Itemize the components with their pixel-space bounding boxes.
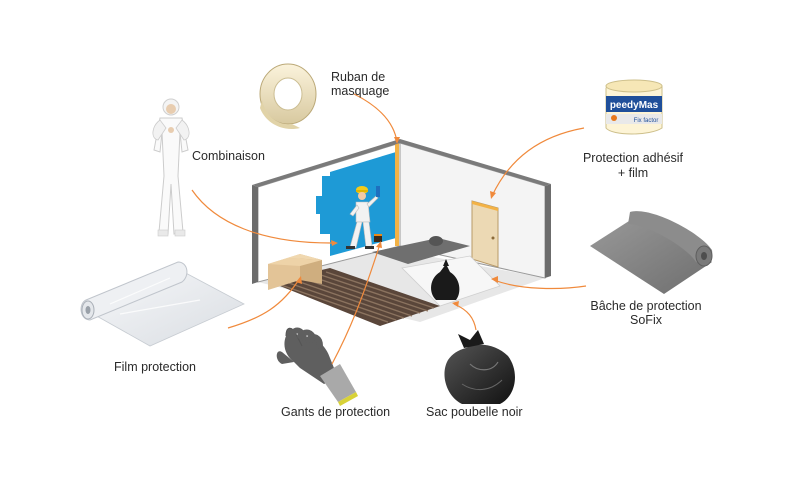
leader-gants bbox=[331, 243, 381, 365]
coverall-image bbox=[152, 98, 190, 237]
leader-arrowheads bbox=[296, 137, 498, 307]
label-protection-adhesif-line1: Protection adhésif bbox=[582, 151, 684, 165]
leader-combinaison bbox=[191, 189, 337, 244]
black-bag-image bbox=[444, 330, 515, 404]
label-sac: Sac poubelle noir bbox=[426, 405, 523, 419]
leader-lines bbox=[191, 93, 587, 365]
cardboard-box bbox=[268, 254, 322, 290]
speedymask-roll-image: peedyMas Fix factor bbox=[605, 79, 663, 135]
film-roll-image bbox=[80, 261, 245, 347]
leader-film bbox=[227, 277, 301, 329]
label-ruban-line1: Ruban de bbox=[331, 70, 386, 84]
wood-floor bbox=[270, 268, 440, 326]
floor-protection-sheet bbox=[372, 238, 470, 264]
glove-image bbox=[276, 327, 358, 406]
door bbox=[471, 200, 499, 268]
label-bache-line2: SoFix bbox=[630, 313, 662, 327]
speedymask-brand-text: peedyMas bbox=[610, 100, 659, 111]
masking-tape-strip bbox=[395, 143, 399, 246]
label-ruban-line2: masquage bbox=[331, 84, 390, 98]
room-trash-bag bbox=[431, 259, 460, 300]
leader-bache bbox=[493, 279, 587, 290]
leader-ruban bbox=[353, 93, 398, 143]
speedymask-sub-text: Fix factor bbox=[634, 118, 659, 124]
room-illustration bbox=[252, 139, 551, 326]
label-gants: Gants de protection bbox=[281, 405, 391, 419]
sofix-tarp-image bbox=[590, 211, 713, 294]
room-worker bbox=[346, 186, 382, 249]
label-protection-adhesif-line2: + film bbox=[617, 166, 649, 180]
label-bache-line1: Bâche de protection bbox=[590, 299, 702, 313]
label-film-protection: Film protection bbox=[114, 360, 196, 374]
leader-protection-adhesif bbox=[491, 127, 585, 197]
masking-tape-image bbox=[259, 63, 317, 130]
label-combinaison: Combinaison bbox=[192, 149, 265, 163]
